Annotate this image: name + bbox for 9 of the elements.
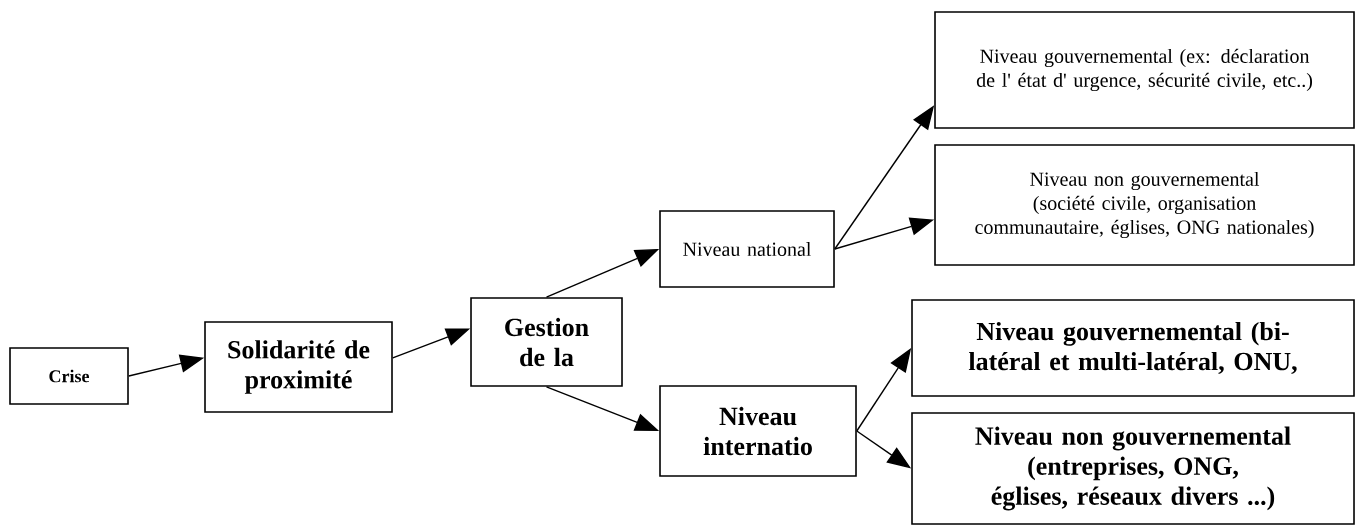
process-box: Crise [9,347,129,405]
process-box: Niveau non gouvernemental (entreprises, ONG, églises, réseaux divers ...) [911,412,1355,525]
process-box: Gestion de la [470,297,623,387]
process-box: Niveau gouvernemental (bi-latéral et multi-latéral, ONU, [911,299,1355,397]
process-box: Niveau gouvernemental (ex: déclaration de l' état d' urgence, sécurité civile, etc..) [934,11,1355,129]
process-box: Niveau internatio [659,385,857,477]
process-box: Solidarité de proximité [204,321,393,413]
process-box: Niveau non gouvernemental (société civile, organisation communautaire, églises, ONG nationales) [934,144,1355,266]
process-box: Niveau national [659,210,835,288]
